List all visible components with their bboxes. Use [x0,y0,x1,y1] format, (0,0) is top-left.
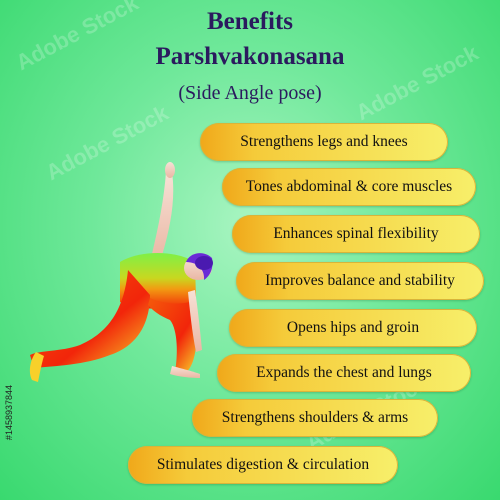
benefit-pill: Strengthens shoulders & arms [192,399,438,437]
benefit-pill: Tones abdominal & core muscles [222,168,476,206]
benefit-pill: Improves balance and stability [236,262,484,300]
benefit-pill: Enhances spinal flexibility [232,215,480,253]
page-subtitle: (Side Angle pose) [178,82,322,104]
benefit-pill: Stimulates digestion & circulation [128,446,398,484]
benefit-pill: Strengthens legs and knees [200,123,448,161]
page-title-line-1: Benefits [206,8,294,35]
benefit-pill: Opens hips and groin [229,309,477,347]
benefit-pill: Expands the chest and lungs [217,354,471,392]
stock-id: #1458937844 [4,385,14,441]
page-title-line-2: Parshvakonasana [155,43,345,70]
